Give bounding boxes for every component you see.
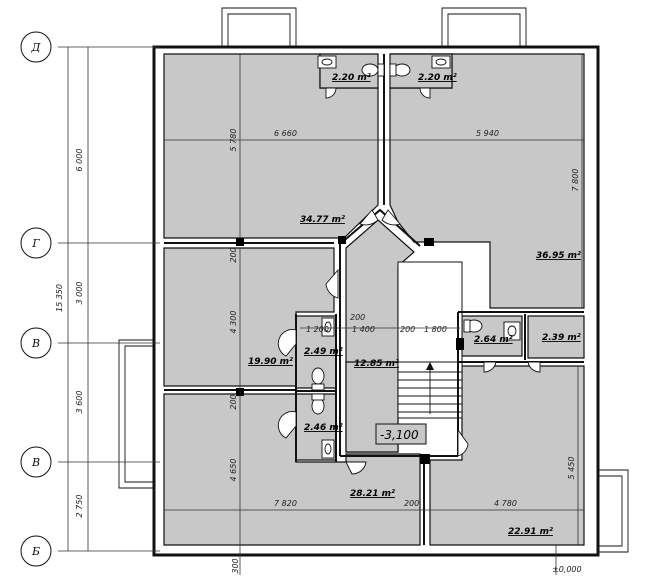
doors — [277, 87, 541, 475]
dim-v-w3: 200 — [229, 394, 238, 409]
area-sw-room: 28.21 m² — [350, 489, 395, 499]
area-nw-room: 34.77 m² — [300, 215, 345, 225]
dim-left-3600: 3 600 — [75, 391, 84, 414]
level-box — [375, 423, 427, 445]
dimension-lines — [164, 54, 584, 575]
area-wc-left: 2.20 m² — [332, 73, 371, 83]
dim-200-a: 200 — [350, 313, 365, 322]
axis-label-v1: В — [31, 337, 40, 350]
dim-bottom-right: 4 780 — [494, 499, 517, 508]
area-se-room: 22.91 m² — [508, 527, 553, 537]
room-w — [163, 247, 335, 387]
area-ne-room: 36.95 m² — [536, 251, 581, 261]
sanitary-fixtures — [311, 55, 521, 459]
dim-left-total: 15 350 — [55, 284, 64, 312]
dim-v-w4: 4 650 — [229, 459, 238, 482]
axis-label-v2: В — [31, 456, 40, 469]
balcony-left — [118, 339, 153, 489]
dim-bottom-mid: 200 — [404, 499, 419, 508]
left-dimension-chain — [58, 46, 160, 552]
area-bath-b: 2.46 m² — [304, 423, 343, 433]
axis-label-b: Б — [31, 545, 40, 558]
dim-bottom-left: 7 820 — [274, 499, 297, 508]
column — [236, 238, 244, 246]
axis-label-d: Д — [31, 41, 42, 54]
area-wc-right: 2.20 m² — [418, 73, 457, 83]
axis-label-g: Г — [31, 237, 40, 250]
dim-top-right: 5 940 — [476, 129, 499, 138]
column — [338, 236, 346, 244]
outer-wall — [152, 45, 600, 557]
area-corridor: 12.85 m² — [354, 359, 399, 369]
dim-v-se: 5 450 — [567, 457, 576, 480]
dim-1200: 1 200 — [306, 325, 329, 334]
area-room-e: 2.39 m² — [542, 333, 581, 343]
level-stair: -3,100 — [380, 428, 419, 442]
dim-v-ne: 7 800 — [571, 169, 580, 192]
dim-left-2750: 2 750 — [75, 495, 84, 518]
column — [420, 454, 430, 464]
dim-1400: 1 400 — [352, 325, 375, 334]
column — [424, 238, 434, 246]
balcony-top-left — [221, 7, 297, 48]
column — [456, 338, 464, 350]
dim-200-b: 200 — [400, 325, 415, 334]
dim-bottom-300: 300 — [231, 558, 240, 573]
area-wc-e: 2.64 m² — [474, 335, 513, 345]
dim-v-w1: 200 — [229, 247, 238, 262]
balcony-top-right — [441, 7, 527, 48]
dim-1800: 1 800 — [424, 325, 447, 334]
dim-v-nw: 5 780 — [229, 129, 238, 152]
area-bath-a: 2.49 m² — [304, 347, 343, 357]
balcony-right — [598, 469, 629, 553]
dim-top-left: 6 660 — [274, 129, 297, 138]
level-zero: ±0,000 — [552, 565, 582, 574]
staircase — [397, 261, 463, 419]
room-e — [527, 315, 585, 359]
grid-axis-markers — [20, 31, 52, 567]
dim-v-w2: 4 300 — [229, 311, 238, 334]
area-w-room: 19.90 m² — [248, 357, 293, 367]
dim-left-3000: 3 000 — [75, 282, 84, 305]
dim-left-6000: 6 000 — [75, 149, 84, 172]
